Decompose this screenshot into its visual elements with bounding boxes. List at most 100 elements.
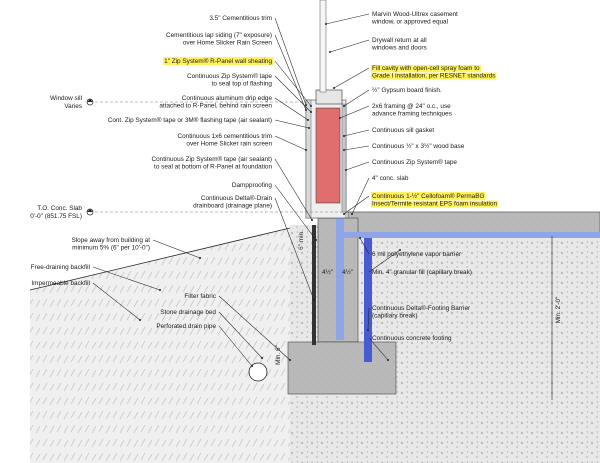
leader-drip bbox=[274, 97, 309, 121]
callout-zip-tape-bottom: Continuous Zip System® tape (air sealant… bbox=[151, 155, 272, 171]
callout-slope-line-1: minimum 5% (6" per 10'-0") bbox=[72, 245, 150, 252]
callout-dampproofing: Dampproofing bbox=[232, 182, 273, 189]
leader-backfill-imp bbox=[92, 282, 141, 321]
callout-filter: Filter fabric bbox=[184, 293, 216, 300]
leader-framing bbox=[339, 105, 370, 119]
callout-cellofoam-highlight bbox=[371, 192, 486, 200]
leader-filter bbox=[218, 295, 291, 361]
callout-siding: Cementitious lap siding (7" exposure)ove… bbox=[166, 32, 272, 47]
leader-backfill-free-end bbox=[159, 289, 161, 291]
callout-zip-tape-line-0: Continuous Zip System® tape bbox=[372, 158, 457, 166]
leader-slope-end bbox=[199, 257, 201, 259]
leader-slab bbox=[351, 177, 370, 215]
callout-wood-base: Continuous ½" x 3½" wood base bbox=[372, 142, 465, 150]
callout-drywall-line-1: windows and doors bbox=[371, 45, 427, 52]
leader-marvin bbox=[325, 13, 370, 25]
leader-trim1x6-end bbox=[305, 149, 307, 151]
callout-delta-drain-line-1: drainboard (drainage plane) bbox=[193, 203, 272, 210]
callout-footing-barrier: Continuous Delta®-Footing Barrier(capill… bbox=[372, 304, 471, 320]
callout-siding-line-1: over Home Slicker Rain Screen bbox=[183, 40, 273, 47]
delta-drain-board bbox=[312, 225, 316, 345]
callout-sill-gasket-line-0: Continuous sill gasket bbox=[372, 127, 434, 134]
callout-trim1x6-line-0: Continuous 1x6 cementitious trim bbox=[178, 133, 272, 140]
drain-pipe bbox=[248, 362, 268, 382]
callout-drywall-line-0: Drywall return at all bbox=[372, 37, 427, 44]
callout-fill: Fill cavity with open-cell spray foam to… bbox=[371, 65, 497, 80]
leader-delta-drain-end bbox=[313, 299, 315, 301]
leader-cellofoam-end bbox=[343, 213, 345, 215]
leader-gypsum bbox=[343, 89, 370, 107]
leader-framing-end bbox=[339, 117, 341, 119]
concrete-slab bbox=[347, 211, 600, 235]
callout-trim1x6-line-1: over Home Slicker rain screen bbox=[186, 141, 272, 148]
callout-fill-highlight bbox=[371, 72, 497, 80]
wall-assembly bbox=[305, 0, 347, 219]
leader-stone-end bbox=[261, 357, 263, 359]
callout-wood-base-line-0: Continuous ½" x 3½" wood base bbox=[372, 142, 465, 150]
leader-flashing bbox=[274, 119, 310, 129]
callout-siding-line-0: Cementitious lap siding (7" exposure) bbox=[166, 32, 272, 39]
leader-dampproofing bbox=[274, 184, 317, 241]
leader-gypsum-end bbox=[343, 105, 345, 107]
callout-footing-barrier-line-1: (capillary break) bbox=[372, 313, 417, 320]
spray-foam-cavity bbox=[315, 107, 341, 204]
callout-filter-line-0: Filter fabric bbox=[184, 293, 216, 300]
slab-level-label: T.O. Conc. Slab bbox=[37, 205, 82, 212]
leader-stone bbox=[218, 311, 263, 359]
footing-barrier bbox=[364, 238, 372, 362]
dimension-half-left: 4½" bbox=[322, 268, 333, 276]
leader-backfill-free bbox=[92, 266, 161, 291]
leader-footing-end bbox=[387, 359, 389, 361]
callout-trim: 3.5" Cementitious trim bbox=[209, 15, 272, 22]
callout-cellofoam-highlight bbox=[371, 200, 499, 208]
callout-fill-line-1: Grade I installation, per RESNET standar… bbox=[372, 73, 496, 80]
leader-siding bbox=[274, 34, 307, 111]
window-sill-marker: Window sill Varies bbox=[50, 95, 94, 110]
dimension-min-6-upper: 6" min. bbox=[298, 230, 305, 250]
leader-delta-drain bbox=[274, 197, 315, 301]
callout-backfill-free-line-0: Free-draining backfill bbox=[31, 264, 90, 271]
callout-footing: Continuous concrete footing bbox=[372, 335, 452, 342]
leader-vapor-end bbox=[359, 237, 361, 239]
dimension-half-right: 4½" bbox=[342, 268, 353, 276]
callout-rpanel-line-0: 1" Zip System® R-Panel wall sheating bbox=[164, 57, 272, 65]
callout-slope-line-0: Slope away from building at bbox=[71, 237, 150, 244]
leader-flashing-end bbox=[308, 127, 310, 129]
dimension-min-6-lower: Min. 6" bbox=[275, 345, 282, 365]
leader-granular bbox=[368, 249, 401, 273]
callout-cellofoam: Continuous 1-½" Cellofoam® PermaBGInsect… bbox=[371, 192, 499, 208]
callout-gypsum-line-0: ½" Gypsum board finish. bbox=[372, 86, 442, 94]
callout-stone-line-0: Stone drainage bed bbox=[160, 309, 216, 316]
callout-fill-line-0: Fill cavity with open-cell spray foam to bbox=[372, 65, 480, 72]
dimension-min-2ft: Min. 2'-0" bbox=[555, 297, 562, 324]
leader-zip-tape bbox=[345, 161, 370, 171]
leader-drywall-end bbox=[329, 51, 331, 53]
callout-backfill-free: Free-draining backfill bbox=[31, 264, 90, 271]
leader-filter-end bbox=[289, 359, 291, 361]
eps-insulation bbox=[336, 210, 600, 340]
leader-backfill-imp-end bbox=[139, 319, 141, 321]
leader-fill bbox=[333, 67, 370, 89]
callout-framing-line-1: advance framing techniques bbox=[372, 111, 452, 118]
leader-footing-barrier bbox=[367, 307, 370, 331]
leader-drip-end bbox=[307, 119, 309, 121]
callout-zip-tape-bottom-line-0: Continuous Zip System® tape (air sealant… bbox=[151, 155, 272, 163]
callout-granular: Min. 4" granular fill (capillary break) bbox=[372, 269, 472, 276]
leader-trim1x6 bbox=[274, 135, 307, 151]
callout-gypsum: ½" Gypsum board finish. bbox=[372, 86, 442, 94]
window-unit bbox=[315, 89, 343, 105]
callout-granular-line-0: Min. 4" granular fill (capillary break) bbox=[372, 269, 472, 276]
callout-slab-line-0: 4" conc. slab bbox=[372, 175, 409, 182]
leader-footing-barrier-end bbox=[367, 329, 369, 331]
concrete-footing bbox=[287, 341, 397, 395]
callout-flashing: Cont. Zip System® tape or 3M® flashing t… bbox=[108, 116, 272, 124]
leader-marvin-end bbox=[325, 23, 327, 25]
dimensions: Min. 2'-0" 4½" 4½" 6" min. Min. 6" bbox=[275, 230, 562, 400]
leader-drain-pipe bbox=[218, 325, 253, 367]
window-sill-label: Window sill bbox=[50, 95, 82, 102]
